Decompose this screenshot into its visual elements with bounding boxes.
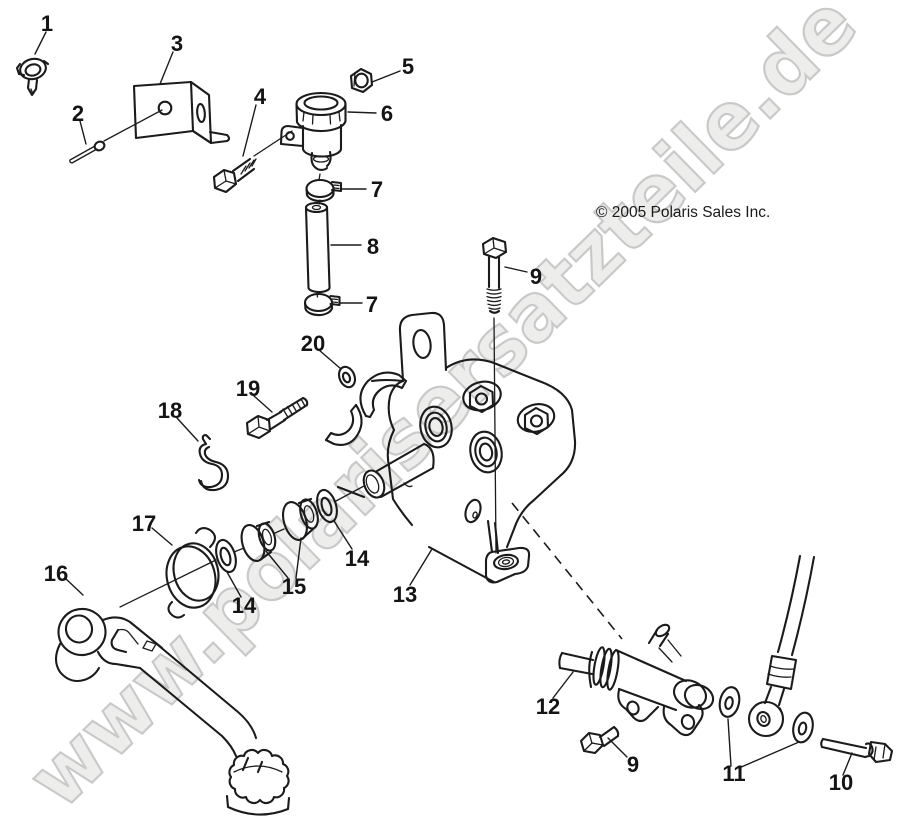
callout-19: 19 (236, 376, 260, 401)
part-4-bolt-drawing (212, 157, 257, 194)
watermark-text: www.polarisersatzteile.de (10, 0, 874, 826)
part-14-washer-left-drawing (215, 538, 237, 574)
callout-17: 17 (132, 511, 156, 536)
callout-6: 6 (381, 101, 393, 126)
part-13-mounting-bracket-drawing (324, 311, 577, 584)
part-1-fastener-drawing (15, 57, 50, 97)
callout-14-right: 14 (345, 546, 370, 571)
part-12-master-cylinder-drawing (558, 623, 715, 737)
callout-13: 13 (393, 582, 417, 607)
callout-16: 16 (44, 561, 68, 586)
part-9-upper-bolt-drawing (481, 236, 508, 314)
part-20-washer-drawing (337, 365, 357, 389)
part-16-brake-pedal-drawing (54, 607, 291, 816)
part-2-pin-drawing (69, 140, 106, 164)
part-14-washer-right-drawing (316, 488, 338, 524)
callout-4: 4 (254, 84, 267, 109)
callout-2: 2 (72, 101, 84, 126)
callout-5: 5 (402, 54, 414, 79)
part-8-hose-drawing (304, 201, 331, 294)
part-9-lower-bolt-drawing (579, 725, 620, 755)
callout-14-left: 14 (232, 593, 257, 618)
callout-3: 3 (171, 31, 183, 56)
part-15-bushing-left-drawing (240, 520, 277, 563)
leader-lines (34, 31, 853, 776)
part-18-hook-clip-drawing (197, 433, 230, 492)
callout-20: 20 (301, 331, 325, 356)
part-11-washer-left-drawing (718, 686, 741, 718)
mount-alignment-dashed-line (511, 502, 623, 640)
part-11-washer-right-drawing (792, 711, 814, 744)
part-7-upper-clamp-drawing (305, 178, 343, 205)
callout-1: 1 (41, 11, 53, 36)
callout-10: 10 (829, 770, 853, 795)
part-17-spring-drawing (165, 527, 220, 619)
callout-labels: 1 2 3 4 5 6 7 8 7 9 20 19 18 13 17 16 15… (41, 11, 853, 795)
part-3-bracket-drawing (132, 80, 231, 145)
callout-15: 15 (282, 574, 306, 599)
callout-7-upper: 7 (371, 177, 383, 202)
part-19-bolt-drawing (245, 396, 309, 440)
callout-8: 8 (367, 234, 379, 259)
callout-12: 12 (536, 694, 560, 719)
part-7-lower-clamp-drawing (303, 291, 341, 317)
callout-11: 11 (722, 761, 745, 786)
copyright-text: © 2005 Polaris Sales Inc. (596, 204, 770, 221)
callout-9-lower: 9 (627, 752, 639, 777)
part-5-nut-drawing (349, 67, 374, 94)
callout-9-upper: 9 (530, 264, 542, 289)
part-6-reservoir-drawing (279, 91, 347, 181)
brake-hose-drawing (747, 554, 816, 738)
part-10-banjo-bolt-drawing (820, 737, 894, 764)
callout-18: 18 (158, 398, 182, 423)
callout-7-lower: 7 (366, 292, 378, 317)
